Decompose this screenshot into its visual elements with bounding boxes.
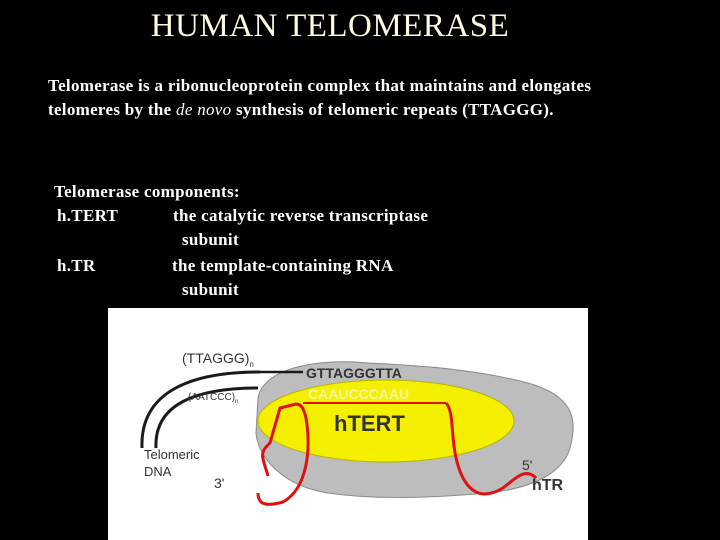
- telomeric-dna-label-2: DNA: [144, 464, 172, 479]
- slide-title: HUMAN TELOMERASE: [0, 8, 660, 45]
- intro-italic: de novo: [176, 100, 231, 119]
- dna-sequence: GTTAGGGTTA: [306, 365, 402, 381]
- telomerase-diagram: (TTAGGG)n (AATCCC)n GTTAGGGTTA CAAUCCCAA…: [108, 308, 588, 540]
- rna-template-sequence: CAAUCCCAAU: [308, 386, 409, 402]
- component-name-htert: h.TERT: [57, 206, 118, 226]
- components-heading: Telomerase components:: [54, 182, 240, 202]
- three-prime-label: 3': [214, 475, 224, 491]
- component-desc-htr-2: subunit: [182, 280, 239, 300]
- htert-label: hTERT: [334, 411, 405, 436]
- component-desc-htr-1: the template-containing RNA: [172, 256, 394, 276]
- component-name-htr: h.TR: [57, 256, 96, 276]
- five-prime-label: 5': [522, 457, 532, 473]
- component-desc-htert-2: subunit: [182, 230, 239, 250]
- component-desc-htert-1: the catalytic reverse transcriptase: [173, 206, 428, 226]
- htr-label: hTR: [532, 477, 564, 494]
- telomeric-dna-label-1: Telomeric: [144, 447, 200, 462]
- intro-paragraph: Telomerase is a ribonucleoprotein comple…: [48, 74, 668, 122]
- intro-text-2: synthesis of telomeric repeats (TTAGGG).: [231, 100, 553, 119]
